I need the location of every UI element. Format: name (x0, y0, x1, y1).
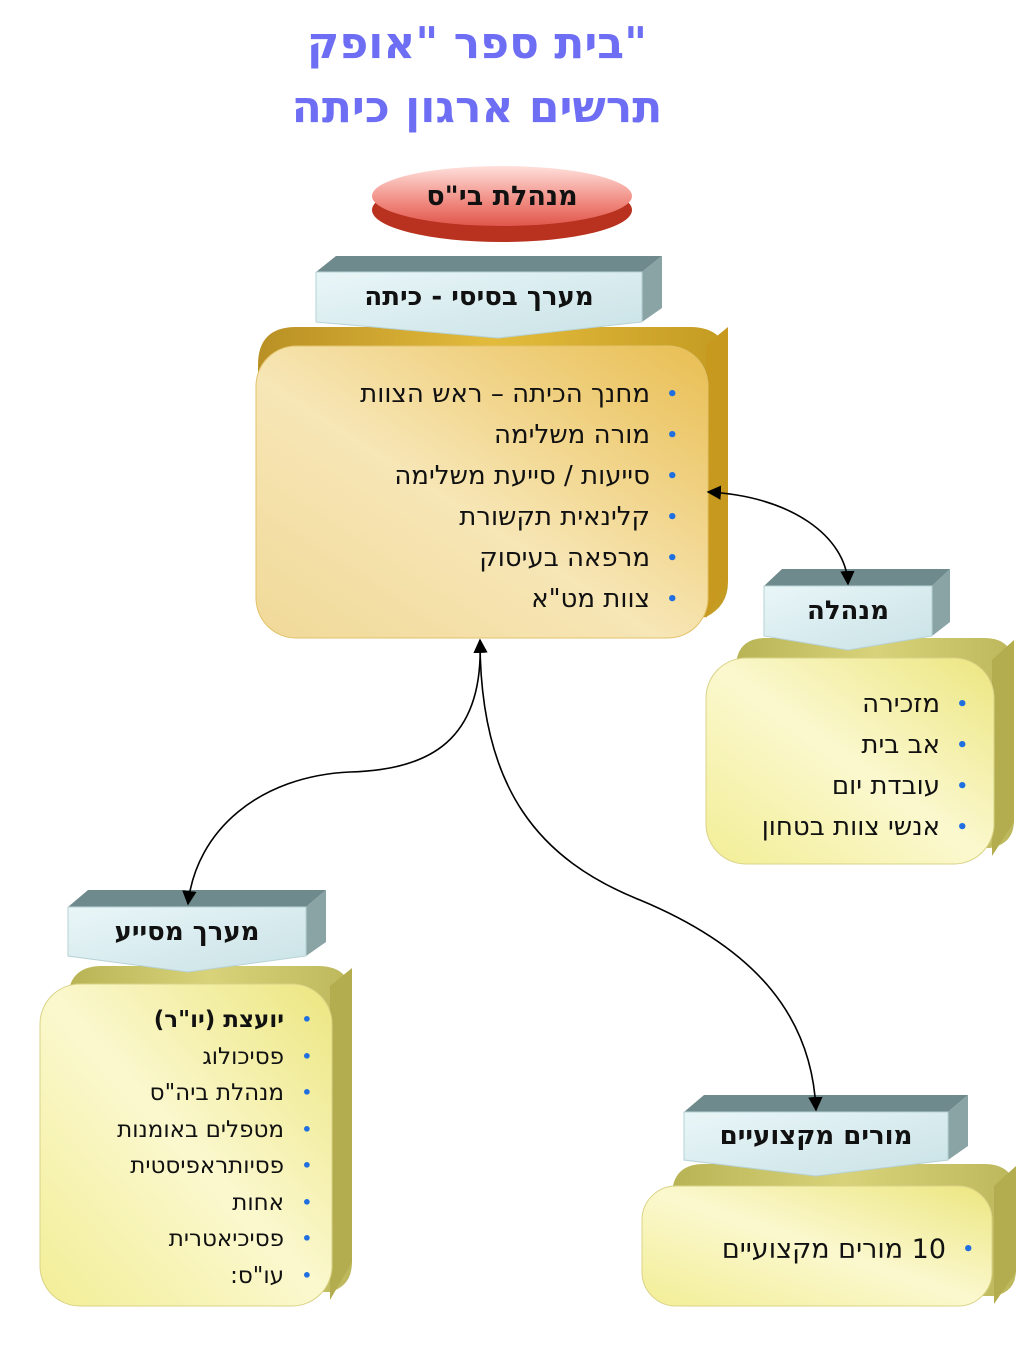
support-system-panel (39, 966, 352, 1307)
management-header: מנהלה (806, 596, 890, 626)
bullet-icon: • (666, 548, 678, 569)
management-panel (705, 638, 1014, 865)
list-item: •מחנך הכיתה – ראש הצוות (300, 374, 680, 415)
bullet-icon: • (301, 1265, 312, 1285)
list-item: •סייעות / סייעת משלימה (300, 456, 680, 497)
professional-teachers-panel (641, 1164, 1016, 1307)
bullet-icon: • (962, 1239, 974, 1260)
professional-teachers-header: מורים מקצועיים (719, 1121, 913, 1151)
support-system-header: מערך מסייע (114, 916, 260, 947)
principal-node (372, 166, 632, 242)
connector-main-management (706, 485, 855, 586)
bullet-icon: • (666, 589, 678, 610)
list-item: •פסיכולוג (60, 1039, 318, 1076)
bullet-icon: • (301, 1192, 312, 1212)
bullet-icon: • (666, 507, 678, 528)
support-system-list: •יועצת (יו"ר) •פסיכולוג •מנהלת ביה"ס •מט… (60, 1002, 318, 1294)
connector-main-support (182, 638, 488, 906)
page-title: בית ספר "אופק" (306, 18, 648, 69)
list-item: •10 מורים מקצועיים (660, 1228, 976, 1272)
page-subtitle: תרשים ארגון כיתה (291, 82, 663, 133)
list-item: •עו"ס: (60, 1258, 318, 1295)
bullet-icon: • (956, 735, 968, 756)
basic-system-header-shape (315, 256, 662, 339)
list-item: •מטפלים באומנות (60, 1112, 318, 1149)
list-item: •אב בית (720, 725, 970, 766)
list-item: •אנשי צוות בטחון (720, 807, 970, 848)
professional-teachers-list: •10 מורים מקצועיים (660, 1228, 976, 1272)
bullet-icon: • (956, 694, 968, 715)
bullet-icon: • (301, 1046, 312, 1066)
list-item: •קלינאית תקשורת (300, 497, 680, 538)
bullet-icon: • (301, 1010, 312, 1029)
professional-teachers-header-shape (683, 1095, 968, 1177)
list-item: •מנהלת ביה"ס (60, 1075, 318, 1112)
list-item: •עובדת יום (720, 766, 970, 807)
bullet-icon: • (666, 466, 678, 487)
bullet-icon: • (301, 1229, 312, 1248)
list-item: •פסיותראפיסטית (60, 1148, 318, 1185)
principal-label: מנהלת בי"ס (426, 180, 578, 212)
list-item: •מרפאה בעיסוק (300, 538, 680, 579)
bullet-icon: • (301, 1156, 312, 1175)
list-item: •צוות מט"א (300, 579, 680, 620)
list-item: •יועצת (יו"ר) (60, 1002, 318, 1039)
list-item: •אחות (60, 1185, 318, 1222)
bullet-icon: • (956, 776, 968, 797)
connector-main-professional (479, 639, 823, 1112)
bullet-icon: • (666, 384, 678, 405)
bullet-icon: • (666, 425, 678, 446)
basic-system-header: מערך בסיסי - כיתה (364, 282, 594, 312)
bullet-icon: • (301, 1119, 312, 1139)
bullet-icon: • (301, 1083, 312, 1102)
list-item: •פסיכיאטרית (60, 1221, 318, 1258)
bullet-icon: • (956, 817, 968, 838)
basic-system-list: •מחנך הכיתה – ראש הצוות •מורה משלימה •סי… (300, 374, 680, 620)
management-list: •מזכירה •אב בית •עובדת יום •אנשי צוות בט… (720, 684, 970, 848)
list-item: •מורה משלימה (300, 415, 680, 456)
list-item: •מזכירה (720, 684, 970, 725)
